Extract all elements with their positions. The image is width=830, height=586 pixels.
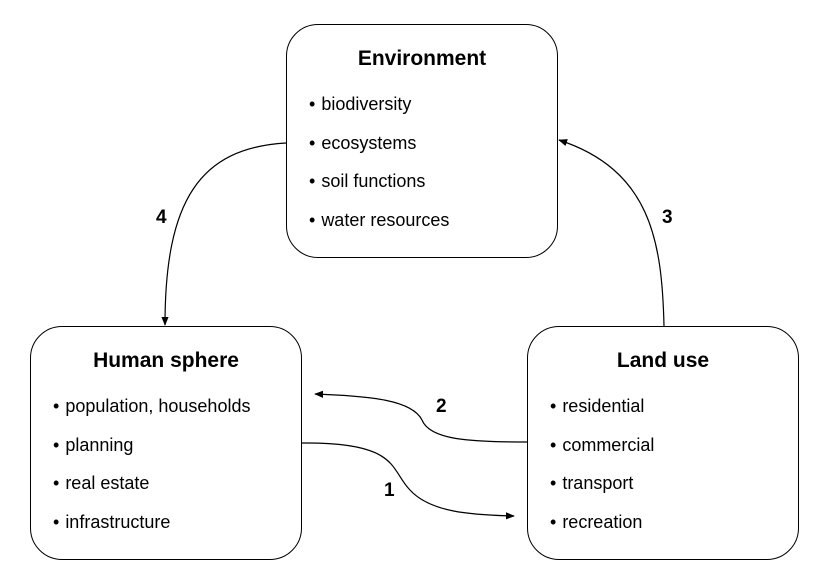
arrow-label-3: 3	[662, 207, 673, 228]
list-item: soil functions	[309, 170, 449, 209]
list-item: infrastructure	[53, 511, 250, 550]
list-item: population, households	[53, 395, 250, 434]
land-use-title: Land use	[616, 349, 710, 372]
arrow-3-land-to-environment	[558, 139, 665, 327]
list-item: water resources	[309, 209, 449, 248]
human-sphere-box: Human sphere population, households plan…	[30, 326, 302, 560]
environment-box: Environment biodiversity ecosystems soil…	[286, 24, 558, 258]
list-item: ecosystems	[309, 132, 449, 171]
human-sphere-title: Human sphere	[93, 349, 239, 372]
arrow-label-4: 4	[156, 207, 167, 228]
arrow-2-land-to-human	[314, 390, 528, 443]
list-item: real estate	[53, 472, 250, 511]
list-item: planning	[53, 434, 250, 473]
land-use-box: Land use residential commercial transpor…	[527, 326, 799, 560]
list-item: transport	[550, 472, 654, 511]
arrow-label-2: 2	[436, 396, 447, 417]
arrow-4-environment-to-human	[161, 142, 287, 326]
arrow-label-1: 1	[384, 480, 395, 501]
list-item: commercial	[550, 434, 654, 473]
list-item: recreation	[550, 511, 654, 550]
environment-title: Environment	[357, 47, 487, 70]
arrow-1-human-to-land	[301, 442, 515, 520]
list-item: biodiversity	[309, 93, 449, 132]
environment-list: biodiversity ecosystems soil functions w…	[309, 93, 449, 247]
list-item: residential	[550, 395, 654, 434]
land-use-list: residential commercial transport recreat…	[550, 395, 654, 549]
human-sphere-list: population, households planning real est…	[53, 395, 250, 549]
